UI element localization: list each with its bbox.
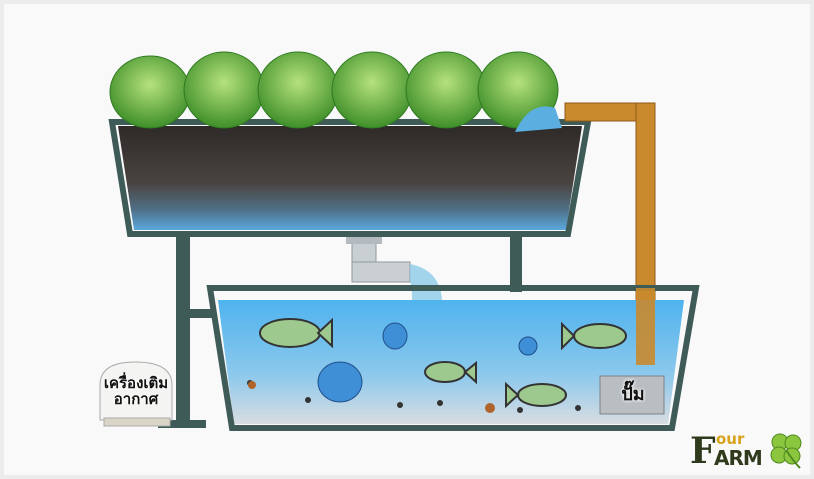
lettuce-plants (109, 51, 562, 132)
air-pump-device (99, 361, 173, 427)
pump-label: ปั๊ม (621, 384, 645, 405)
logo-letter-f: F (690, 430, 716, 472)
logo-arm: ARM (714, 446, 763, 470)
grow-bed (108, 119, 592, 237)
logo-our: our (716, 430, 745, 448)
air-pump-label: เครื่องเติม อากาศ (103, 374, 169, 408)
pump-device (599, 375, 665, 415)
four-farm-logo: F our ARM (690, 428, 805, 472)
stand-frame (158, 232, 522, 428)
fish (247, 317, 627, 413)
clover-icon (770, 433, 802, 469)
